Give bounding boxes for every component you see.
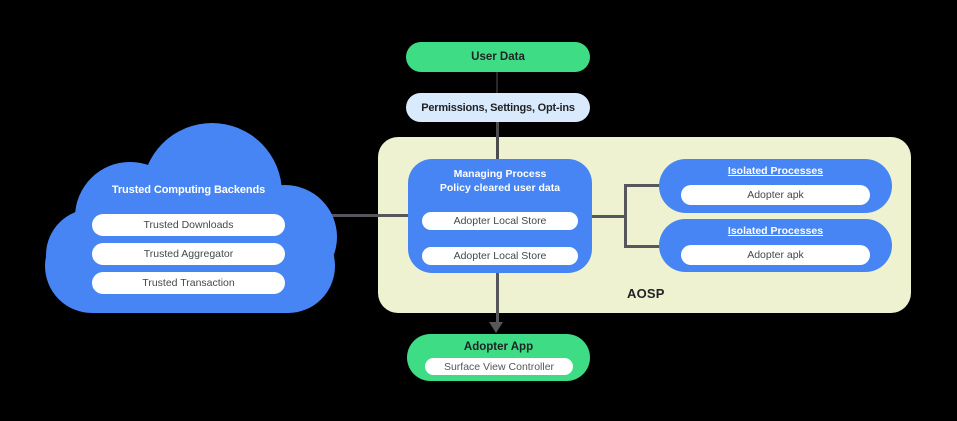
- managing-process-title: Managing Process Policy cleared user dat…: [408, 167, 592, 195]
- adopter-app-title: Adopter App: [463, 341, 534, 353]
- adopter-apk-label: Adopter apk: [747, 189, 804, 201]
- managing-process-node: Managing Process Policy cleared user dat…: [408, 159, 592, 273]
- adopter-apk-pill: Adopter apk: [681, 245, 870, 265]
- managing-process-title-line2: Policy cleared user data: [439, 182, 561, 194]
- adopter-apk-label: Adopter apk: [747, 249, 804, 261]
- user-data-node: User Data: [406, 42, 590, 72]
- isolated-process-title: Isolated Processes: [727, 225, 824, 237]
- adopter-app-node: Adopter App Surface View Controller: [407, 334, 590, 381]
- permissions-node: Permissions, Settings, Opt-ins: [406, 93, 590, 122]
- connector-branch-top: [624, 184, 660, 187]
- adopter-local-store-label: Adopter Local Store: [453, 215, 547, 227]
- adopter-local-store-pill: Adopter Local Store: [422, 247, 578, 265]
- managing-process-title-line1: Managing Process: [453, 168, 547, 180]
- isolated-process-title: Isolated Processes: [727, 165, 824, 177]
- aosp-label: AOSP: [627, 286, 665, 301]
- cloud-pill-trusted-aggregator: Trusted Aggregator: [92, 243, 285, 265]
- connector-branch-vertical: [624, 184, 627, 248]
- connector-managing-adopter: [496, 273, 499, 323]
- cloud-pill-label: Trusted Aggregator: [143, 248, 234, 260]
- connector-cloud-aosp: [316, 214, 408, 217]
- connector-branch-bottom: [624, 245, 660, 248]
- adopter-local-store-label: Adopter Local Store: [453, 250, 547, 262]
- arrowhead-down-icon: [489, 322, 503, 333]
- adopter-local-store-pill: Adopter Local Store: [422, 212, 578, 230]
- connector-branch-stem: [592, 215, 627, 218]
- cloud-title: Trusted Computing Backends: [111, 183, 266, 196]
- connector-userdata-permissions: [496, 72, 498, 93]
- adopter-apk-pill: Adopter apk: [681, 185, 870, 205]
- surface-view-controller-pill: Surface View Controller: [425, 358, 573, 375]
- isolated-process-node: Isolated Processes Adopter apk: [659, 159, 892, 213]
- cloud-pill-label: Trusted Downloads: [143, 219, 234, 231]
- cloud-pill-trusted-downloads: Trusted Downloads: [92, 214, 285, 236]
- cloud-pill-label: Trusted Transaction: [142, 277, 235, 289]
- connector-permissions-managing: [496, 121, 499, 160]
- surface-view-controller-label: Surface View Controller: [443, 360, 555, 373]
- cloud-pill-trusted-transaction: Trusted Transaction: [92, 272, 285, 294]
- isolated-process-node: Isolated Processes Adopter apk: [659, 219, 892, 272]
